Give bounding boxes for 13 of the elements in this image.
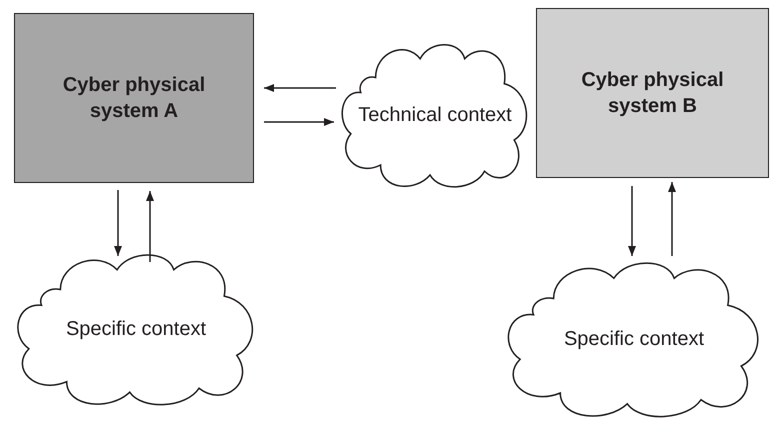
context-label: Technical context xyxy=(357,103,513,127)
arrow xyxy=(668,182,676,256)
arrow xyxy=(264,118,334,126)
context-label: Specific context xyxy=(562,327,706,351)
system-label: Cyber physical system B xyxy=(580,68,725,119)
arrow xyxy=(628,186,636,256)
arrow xyxy=(146,191,154,262)
arrow xyxy=(264,84,336,92)
system-box xyxy=(14,13,254,183)
system-label: Cyber physical system A xyxy=(62,73,206,124)
arrow xyxy=(114,190,122,256)
system-box xyxy=(536,8,769,178)
context-label: Specific context xyxy=(64,317,208,341)
